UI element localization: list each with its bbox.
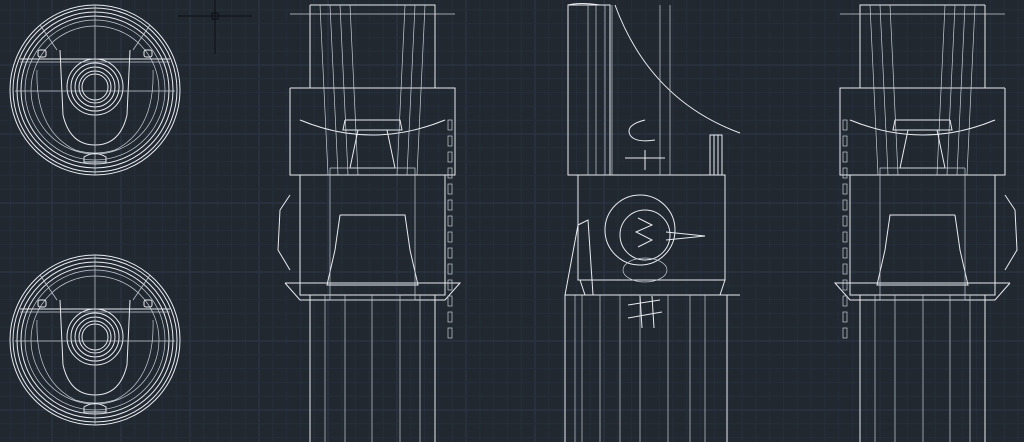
glyph	[625, 150, 665, 170]
mid-body	[849, 174, 996, 296]
latch-notch	[83, 153, 107, 163]
pointer	[665, 231, 706, 241]
logo-mark	[634, 217, 654, 248]
chamber	[876, 214, 969, 286]
rib	[842, 215, 848, 227]
upper-body	[859, 4, 986, 89]
lower-body	[564, 294, 740, 442]
side-knob	[1004, 194, 1018, 271]
logo-ring	[619, 209, 671, 261]
rib	[842, 295, 848, 307]
rib	[447, 215, 453, 227]
rib	[447, 183, 453, 195]
crosshair-cursor	[178, 0, 252, 54]
vent	[709, 134, 723, 176]
rib	[447, 119, 453, 131]
rib	[447, 135, 453, 147]
curve-profile	[849, 119, 996, 136]
rib	[447, 327, 453, 339]
flange	[579, 279, 726, 296]
rib	[842, 199, 848, 211]
rib	[842, 263, 848, 275]
rib	[447, 231, 453, 243]
lower-body	[859, 294, 985, 442]
rib	[842, 119, 848, 131]
pickbox-icon	[211, 12, 219, 20]
flange	[833, 282, 1011, 301]
clip-tab	[37, 49, 47, 58]
rib	[447, 295, 453, 307]
rib	[842, 151, 848, 163]
clip-tab	[37, 299, 47, 308]
flange	[284, 282, 462, 301]
rib	[447, 279, 453, 291]
rib	[842, 183, 848, 195]
rib	[842, 311, 848, 323]
collar	[839, 87, 1006, 176]
collar	[289, 87, 456, 176]
rib	[842, 231, 848, 243]
chamber	[326, 214, 419, 286]
mid-body	[577, 174, 726, 281]
rib	[842, 247, 848, 259]
rib	[842, 135, 848, 147]
rib	[447, 151, 453, 163]
clip-tab	[143, 299, 153, 308]
mid-body	[299, 174, 446, 296]
lower-body	[310, 294, 436, 442]
curved-surface	[614, 4, 741, 134]
rib	[447, 311, 453, 323]
hash-mark	[627, 295, 663, 329]
rib	[447, 167, 453, 179]
rib	[447, 247, 453, 259]
rib	[842, 167, 848, 179]
side-elevation[interactable]	[564, 3, 741, 442]
cap	[892, 119, 953, 131]
latch-notch	[83, 403, 107, 413]
rib	[842, 279, 848, 291]
upper-body	[309, 4, 436, 89]
rib	[447, 199, 453, 211]
foot	[564, 219, 594, 296]
rear-elevation[interactable]	[833, 4, 1018, 442]
front-elevation[interactable]	[277, 4, 462, 442]
upper-body	[567, 4, 611, 176]
curve-profile	[299, 119, 446, 136]
bottom-view[interactable]	[9, 254, 181, 426]
clip-tab	[143, 49, 153, 58]
side-knob	[277, 194, 291, 271]
top-view[interactable]	[9, 4, 181, 176]
glyph	[628, 119, 656, 142]
rib	[447, 263, 453, 275]
cap	[342, 119, 403, 131]
logo-ring	[604, 194, 676, 266]
rib	[842, 327, 848, 339]
